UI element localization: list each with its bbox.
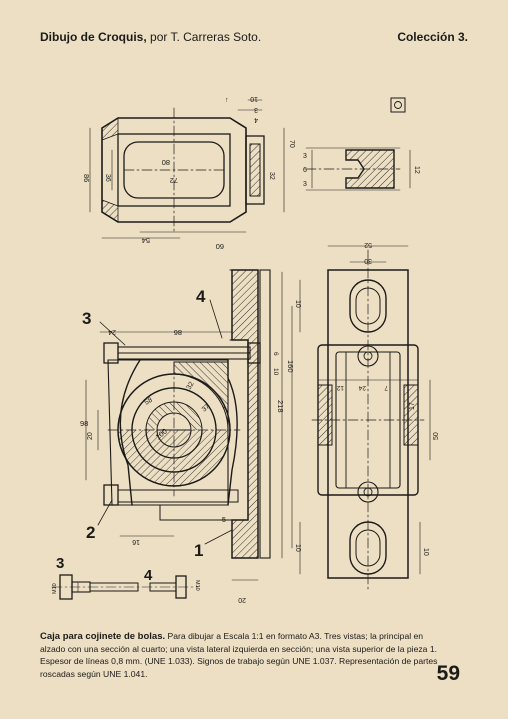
mill-stamp-icon: [390, 97, 406, 113]
dim-label: 17: [409, 402, 416, 410]
dim-label: 37: [201, 403, 212, 413]
dim-label: 70: [288, 140, 295, 148]
dim-label: 10: [422, 548, 429, 556]
dim-label: 20: [238, 596, 246, 603]
dim-label: 12: [336, 384, 344, 391]
dim-label: M10: [194, 580, 200, 591]
dim-label: 10: [294, 544, 301, 552]
dim-label: 3: [254, 106, 258, 113]
dim-label: M10: [52, 583, 58, 594]
dim-label: 20: [87, 432, 94, 440]
dim-label: 7: [384, 384, 388, 391]
part-number-3: 3: [82, 309, 91, 328]
caption: Caja para cojinete de bolas. Para dibuja…: [40, 630, 442, 680]
dim-label: 24: [108, 328, 116, 335]
dim-label: 4: [254, 116, 258, 123]
dim-label: 6: [272, 352, 279, 356]
dim-label: 86: [82, 174, 91, 182]
part-number-1: 1: [194, 541, 203, 560]
dim-label: 52: [364, 241, 372, 248]
dim-label: 24: [358, 384, 366, 391]
header-title: Dibujo de Croquis,: [40, 30, 147, 44]
page-number: 59: [436, 662, 460, 685]
dim-label: 98: [80, 419, 88, 428]
dim-label: 72: [170, 176, 178, 185]
dim-label: 32: [268, 172, 275, 180]
dim-label: 36: [104, 174, 111, 182]
dim-label: 218: [276, 400, 285, 413]
running-header: Dibujo de Croquis, por T. Carreras Soto.: [40, 30, 261, 44]
dim-label: 32: [186, 381, 196, 391]
dim-label: 54: [142, 236, 150, 245]
dim-label: 12: [413, 166, 420, 174]
svg-text:↑: ↑: [225, 97, 229, 104]
header-collection: Colección 3.: [397, 30, 468, 44]
part-leaders: [97, 299, 233, 545]
dim-label: 58: [144, 397, 154, 407]
part-number-4: 4: [196, 287, 206, 306]
front-view: 24 86 98 20 58 100 32 37 16 5 218 10 6 2…: [80, 269, 285, 603]
right-view: 52 30 10 160 10 24 12 7 17 50 10: [286, 241, 440, 591]
dim-label: 10: [272, 368, 279, 376]
part-number-4-detail: 4: [144, 567, 153, 584]
dim-label: 86: [174, 328, 182, 337]
side-section: 3 6 3 12: [303, 147, 420, 191]
part-number-2: 2: [86, 523, 95, 542]
dim-label: 30: [364, 257, 372, 264]
caption-body: Para dibujar a Escala 1:1 en formato A3.…: [40, 631, 438, 679]
dim-label: 3: [303, 181, 307, 188]
part-number-3-detail: 3: [56, 555, 64, 572]
dim-label: 60: [216, 242, 224, 251]
dim-label: 80: [162, 158, 170, 167]
dim-label: 5: [222, 517, 226, 524]
caption-title: Caja para cojinete de bolas.: [40, 631, 166, 642]
top-view: ↑ 86 36 80 72 54 60 10 3 4 32 70: [82, 95, 295, 251]
dim-label: 10: [294, 300, 301, 308]
dim-label: 160: [286, 360, 295, 373]
dim-label: 10: [250, 95, 258, 102]
dim-label: 3: [303, 153, 307, 160]
bolt-detail: M10 M10 3 4: [51, 555, 200, 600]
header-author: por T. Carreras Soto.: [150, 30, 262, 44]
dim-label: 50: [433, 432, 440, 440]
dim-label: 16: [132, 538, 140, 545]
dim-label: 6: [303, 167, 307, 174]
